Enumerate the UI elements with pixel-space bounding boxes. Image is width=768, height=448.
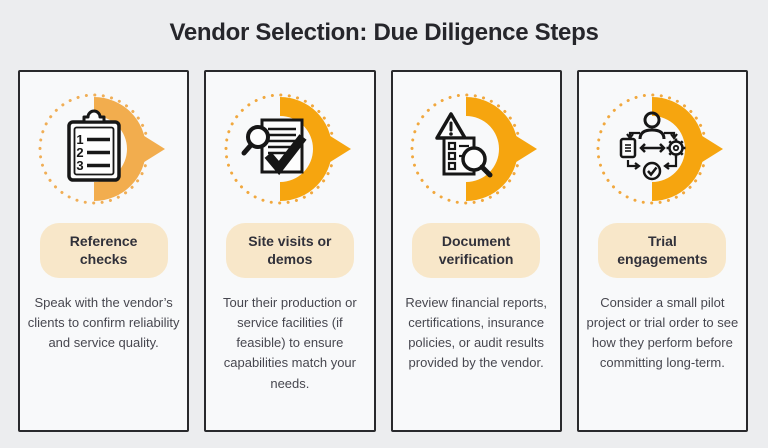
- document-magnifier-check-icon: [241, 118, 307, 176]
- step-decoration: [596, 93, 724, 205]
- svg-text:3: 3: [76, 158, 83, 173]
- page-title: Vendor Selection: Due Diligence Steps: [169, 19, 599, 46]
- step-label: Trial engagements: [598, 223, 727, 278]
- step-description: Review financial reports, certifications…: [405, 294, 547, 371]
- card-document-verification: Document verification Review financial r…: [390, 70, 562, 432]
- clipboard-numbered-list-icon: 1 2 3: [66, 109, 121, 182]
- card-trial-engagements: Trial engagements Consider a small pilot…: [576, 70, 748, 432]
- step-description: Consider a small pilot project or trial …: [586, 294, 739, 371]
- step-decoration: [410, 93, 538, 205]
- arrow-tip: [513, 134, 538, 164]
- person-workflow-process-icon: [620, 111, 686, 181]
- steps-row: 1 2 3 Reference checks Speak with the ve…: [18, 70, 748, 432]
- arrow-tip: [699, 134, 724, 164]
- document-warning-magnifier-icon: [435, 112, 493, 178]
- arrow-tip: [140, 134, 165, 164]
- arc-arrow-shape: [93, 97, 146, 201]
- arc-arrow-shape: [652, 97, 705, 201]
- step-label: Document verification: [412, 223, 541, 278]
- arc-arrow-shape: [466, 97, 519, 201]
- step-decoration: [224, 93, 351, 205]
- step-decoration: 1 2 3: [38, 93, 165, 205]
- svg-text:1: 1: [76, 132, 83, 147]
- arrow-tip: [326, 134, 351, 164]
- step-label: Reference checks: [39, 223, 168, 278]
- arc-arrow-shape: [279, 97, 332, 201]
- svg-text:2: 2: [76, 145, 83, 160]
- card-reference-checks: 1 2 3 Reference checks Speak with the ve…: [18, 70, 190, 432]
- step-description: Tour their production or service facilit…: [223, 294, 357, 391]
- step-label: Site visits or demos: [225, 223, 354, 278]
- step-description: Speak with the vendor’s clients to confi…: [27, 294, 180, 351]
- card-site-visits-or-demos: Site visits or demos Tour their producti…: [204, 70, 376, 432]
